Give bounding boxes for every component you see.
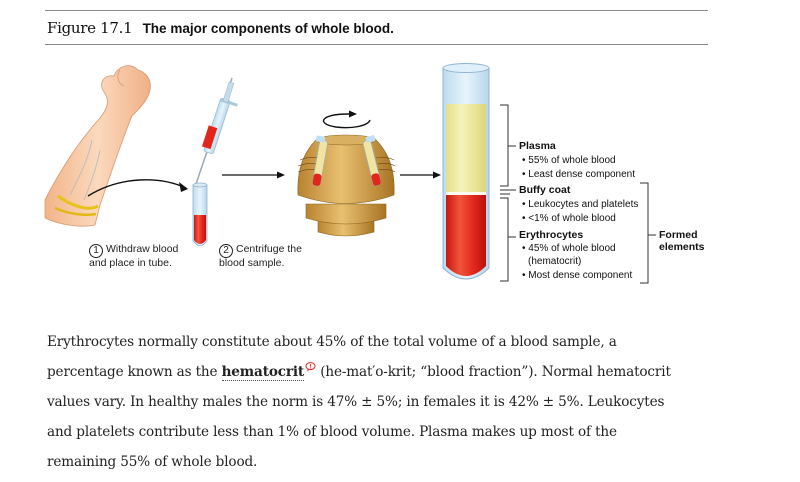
step-2-number: 2 (219, 244, 233, 258)
buffy-coat-bullet-1: • Leukocytes and platelets (522, 199, 639, 210)
erythrocytes-bullet-2: • Most dense component (522, 270, 633, 281)
figure-number: Figure 17.1 (47, 19, 133, 37)
erythrocytes-bullet-1: • 45% of whole blood (522, 243, 616, 254)
plasma-title: Plasma (519, 140, 556, 152)
step-1-number: 1 (89, 244, 103, 258)
step-1-line2: and place in tube. (89, 257, 172, 269)
hematocrit-glossary-link[interactable]: hematocrit (221, 364, 305, 381)
para-line-5: remaining 55% of whole blood. (47, 454, 258, 470)
body-paragraph: Erythrocytes normally constitute about 4… (47, 327, 727, 477)
para-line-3: values vary. In healthy males the norm i… (47, 394, 665, 410)
rotation-arrow-icon (322, 110, 371, 129)
figure-title: The major components of whole blood. (142, 21, 394, 36)
pronunciation-audio-icon[interactable] (305, 362, 316, 372)
step-2-line2: blood sample. (219, 257, 285, 269)
para-line-4: and platelets contribute less than 1% of… (47, 424, 617, 440)
erythrocytes-bullet-1b: (hematocrit) (528, 256, 582, 267)
syringe-illustration (195, 77, 238, 185)
centrifuge-illustration (297, 134, 396, 237)
plasma-bullet-2: • Least dense component (522, 169, 636, 180)
erythrocytes-title: Erythrocytes (519, 229, 584, 241)
buffy-coat-title: Buffy coat (519, 184, 571, 196)
buffy-coat-bullet-2: • <1% of whole blood (522, 213, 616, 224)
large-test-tube (442, 63, 490, 280)
para-line-1: Erythrocytes normally constitute about 4… (47, 334, 617, 350)
formed-elements-label: Formed elements (659, 229, 705, 253)
arm-illustration (44, 65, 188, 227)
plasma-bullet-1: • 55% of whole blood (522, 155, 616, 166)
caption-bottom-rule (45, 44, 708, 45)
para-line-2: percentage known as the hematocrit (he-m… (47, 362, 671, 381)
step-1-line1: Withdraw blood (106, 243, 179, 255)
figure-caption: Figure 17.1 The major components of whol… (47, 19, 394, 37)
component-brackets (500, 104, 656, 284)
caption-top-rule (45, 10, 708, 11)
step-2-line1: Centrifuge the (236, 243, 302, 255)
small-test-tube (192, 182, 208, 246)
